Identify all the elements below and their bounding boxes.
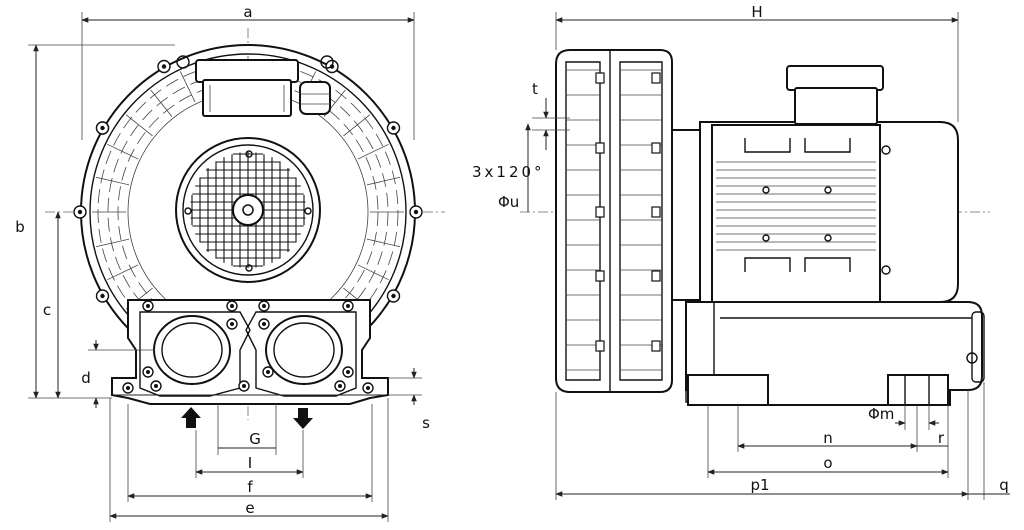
dim-label-t: t xyxy=(532,80,538,98)
inlet-arrow-icon xyxy=(181,407,201,428)
dim-label-G: G xyxy=(249,430,261,448)
dim-label-p1: p1 xyxy=(750,476,769,494)
outlet-arrow-icon xyxy=(293,408,313,429)
dim-label-f: f xyxy=(247,478,253,496)
base-with-ports xyxy=(111,299,389,405)
front-dimension-lines xyxy=(28,12,422,522)
dim-label-m: Φm xyxy=(868,405,894,423)
terminal-box xyxy=(176,55,334,117)
dim-label-q: q xyxy=(999,476,1009,494)
dim-label-e: e xyxy=(245,499,254,517)
front-view: a b c d s G I f e xyxy=(15,3,445,522)
dim-label-angle: 3x120° xyxy=(472,163,545,181)
dim-label-o: o xyxy=(823,454,832,472)
dim-label-r: r xyxy=(938,429,945,447)
fan-cover-grid xyxy=(175,137,321,283)
dim-label-u: Φu xyxy=(498,193,519,211)
dim-label-s: s xyxy=(422,414,430,432)
dim-label-d: d xyxy=(81,369,91,387)
dim-label-b: b xyxy=(15,218,25,236)
dim-label-n: n xyxy=(823,429,833,447)
side-base-silencer xyxy=(685,301,985,406)
dim-label-c: c xyxy=(43,301,51,319)
side-view: H t 3x120° Φu Φm n r o p1 q xyxy=(472,3,1010,500)
dim-label-H: H xyxy=(751,3,762,21)
side-dimension-lines xyxy=(525,12,1010,500)
dim-label-a: a xyxy=(243,3,252,21)
motor-body xyxy=(699,65,959,306)
side-blower-housing xyxy=(555,49,701,393)
dim-label-I: I xyxy=(248,454,252,472)
